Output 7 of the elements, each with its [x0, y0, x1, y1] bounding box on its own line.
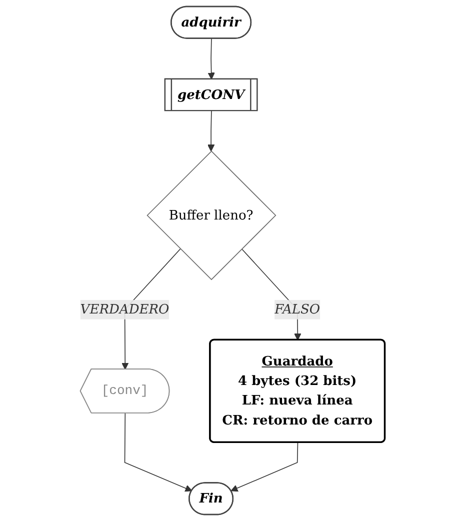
node-diamond: Buffer lleno?: [146, 150, 276, 280]
arrow: [207, 110, 215, 152]
arrow: [208, 38, 215, 80]
arrow: [230, 442, 298, 492]
arrow: [124, 412, 192, 492]
edge-label: FALSO: [274, 302, 320, 317]
edge-label: VERDADERO: [80, 302, 170, 317]
